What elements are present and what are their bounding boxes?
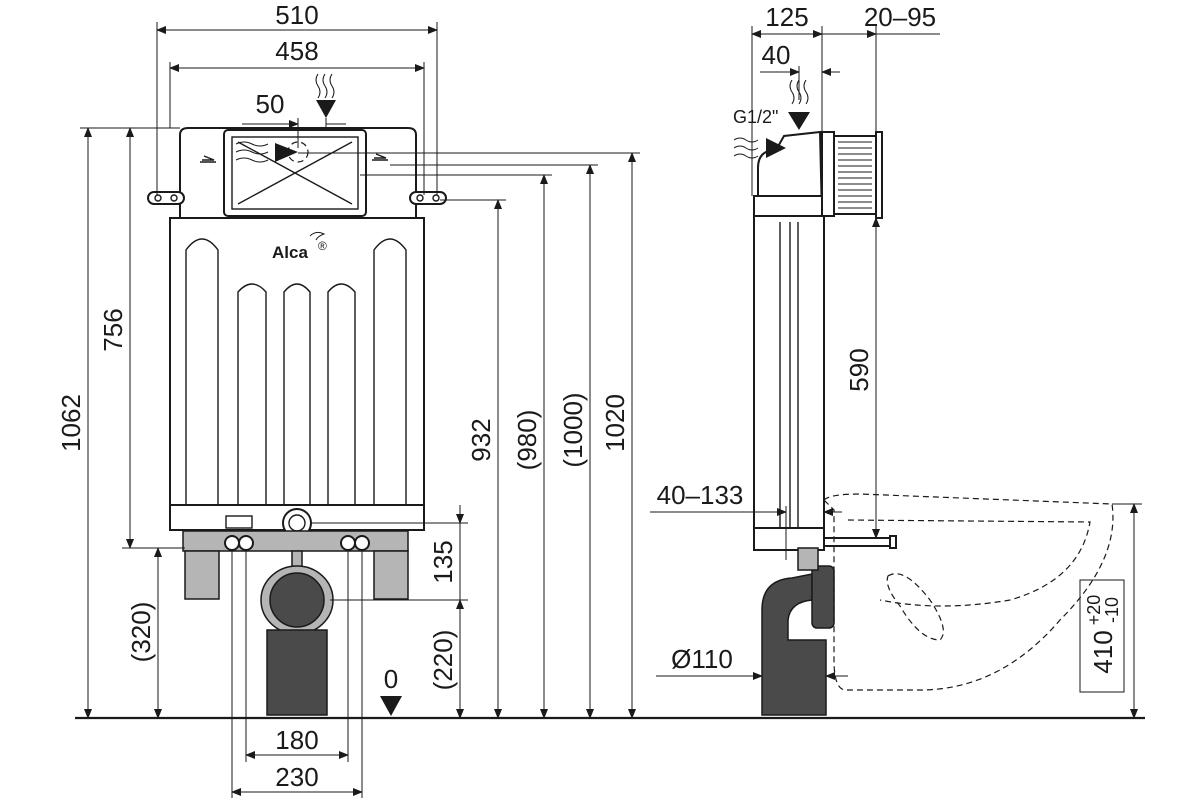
dim-height-1000: (1000): [558, 392, 588, 467]
flush-pipe-end: [889, 535, 897, 549]
dim-width-458: 458: [275, 36, 318, 66]
wall-plate: [875, 131, 883, 219]
dim-offset-50: 50: [256, 89, 285, 119]
dim-depth-20-95: 20–95: [864, 2, 936, 32]
level-mark-right: [372, 153, 388, 161]
bottom-slot: [225, 515, 253, 529]
drain-ring: [269, 572, 325, 628]
dim-height-320: (320): [126, 602, 156, 663]
foot-left: [184, 550, 220, 600]
dim-range-40-133: 40–133: [657, 480, 744, 510]
inlet-arrow-front: [275, 143, 298, 162]
wc-bowl-trap: [886, 573, 944, 641]
adjust-block: [821, 131, 835, 217]
dim-height-932: 932: [466, 418, 496, 461]
bottom-bracket-side: [753, 527, 825, 551]
brand-registered-mark: ®: [318, 239, 327, 253]
base-crossbar: [182, 530, 409, 552]
side-inlet-arrow: [766, 138, 786, 158]
dim-height-135: 135: [428, 540, 458, 583]
dim-tolerance-plus: +20: [1084, 595, 1104, 626]
telescopic-mount: [833, 135, 877, 215]
dim-height-1020: 1020: [600, 394, 630, 452]
drain-seal-side: [811, 565, 835, 629]
cistern-plate: [753, 195, 825, 217]
brand-bird-icon: [309, 231, 326, 241]
zero-level-label: 0: [384, 664, 398, 694]
top-inlet-waves: [315, 73, 335, 99]
side-inlet-waves: [733, 137, 759, 159]
foot-right: [373, 550, 409, 600]
dim-tolerance-minus: -10: [1102, 597, 1122, 623]
bracket-right: [409, 191, 447, 205]
dim-height-410: 410: [1088, 630, 1118, 673]
dim-width-180: 180: [275, 725, 318, 755]
top-inlet-arrow: [316, 100, 336, 118]
brand-logo: Alca: [272, 243, 308, 262]
dim-depth-40: 40: [762, 40, 791, 70]
dim-410-box: [1079, 579, 1125, 693]
dim-height-220: (220): [428, 630, 458, 691]
dim-depth-125: 125: [765, 2, 808, 32]
connection-size-label: G1/2": [733, 107, 778, 127]
side-top-arrow: [788, 112, 810, 130]
zero-level-arrow: [380, 696, 402, 716]
dim-height-756: 756: [98, 308, 128, 351]
frame-ribs: [185, 238, 407, 505]
cross-line-b: [237, 141, 353, 205]
dim-width-510: 510: [275, 0, 318, 30]
level-mark-left: [200, 155, 216, 163]
dim-width-230: 230: [275, 762, 318, 792]
dim-height-1062: 1062: [56, 394, 86, 452]
water-waves-front: [235, 141, 269, 163]
front-view: 510 458 50 1062 756 (320) 932 (980) (10: [56, 0, 640, 798]
dim-height-590: 590: [844, 348, 874, 391]
wc-bowl-outline: [823, 493, 1114, 691]
frame-body: [169, 217, 425, 531]
dim-diameter-110: Ø110: [671, 644, 733, 674]
telescopic-spring: [838, 141, 872, 209]
drain-clamp-side: [797, 547, 819, 571]
bracket-left: [147, 191, 185, 205]
frame-column-side: [753, 215, 825, 551]
wc-bowl-inner: [847, 519, 1091, 607]
side-view: G1/2" 125 20–95 40 5: [650, 2, 1142, 719]
bolts: [224, 535, 370, 551]
drain-connector: [291, 550, 303, 568]
dim-height-980: (980): [512, 410, 542, 471]
drain-pipe-front: [266, 629, 328, 716]
flush-window-inner: [231, 136, 359, 210]
